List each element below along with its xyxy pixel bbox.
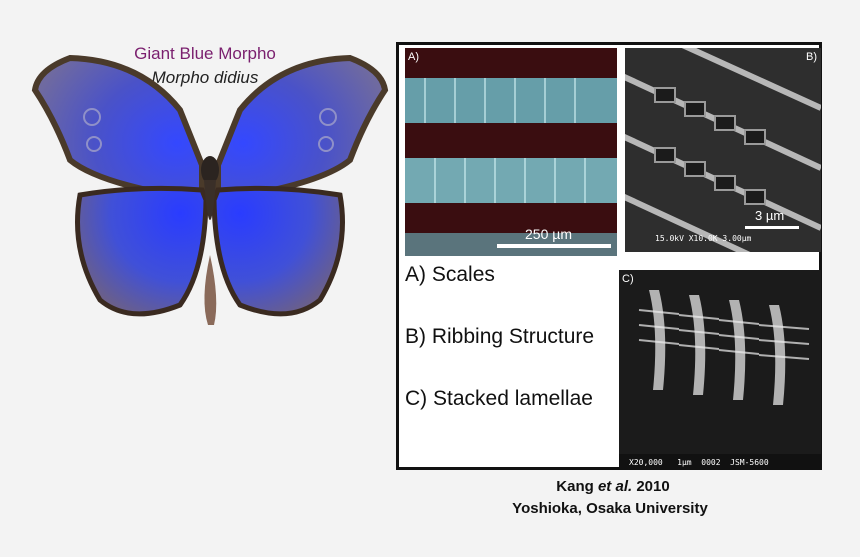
- panel-a-tag: A): [408, 51, 419, 63]
- panel-b-sem-info: 15.0kV X10.0K 3.00µm: [655, 234, 752, 243]
- figure-frame: A) 250 µm B) 3 µm 15.0kV X10.0K 3.00µm: [396, 42, 822, 470]
- caption-c-text: Stacked lamellae: [433, 387, 593, 410]
- caption-b-prefix: B): [405, 325, 426, 348]
- panel-b-ribbing-micrograph: B) 3 µm 15.0kV X10.0K 3.00µm: [625, 48, 821, 252]
- lamellae-image: [619, 270, 821, 470]
- panel-c-lamellae-micrograph: C) X20,000 1µm 0002 JSM-5600: [619, 270, 821, 470]
- caption-a: A) Scales: [405, 263, 495, 287]
- species-common-name: Giant Blue Morpho: [134, 44, 276, 63]
- credit-institution: Yoshioka, Osaka University: [512, 500, 708, 517]
- scales-image: [405, 48, 617, 256]
- credit-year: 2010: [636, 478, 670, 495]
- caption-c: C) Stacked lamellae: [405, 387, 593, 411]
- ribbing-image: [625, 48, 821, 252]
- panel-c-sem-info: X20,000 1µm 0002 JSM-5600: [629, 458, 769, 467]
- credit-citation: Kang et al. 2010: [498, 478, 728, 495]
- credit-author: Kang: [556, 478, 594, 495]
- caption-b: B) Ribbing Structure: [405, 325, 594, 349]
- caption-c-prefix: C): [405, 387, 428, 410]
- caption-a-prefix: A): [405, 263, 426, 286]
- panel-b-scale-label: 3 µm: [755, 208, 785, 223]
- panel-b-tag: B): [806, 51, 817, 63]
- caption-b-text: Ribbing Structure: [431, 325, 595, 348]
- credit-et-al: et al.: [597, 478, 633, 495]
- panel-c-tag: C): [622, 273, 634, 285]
- morpho-butterfly-image: [31, 54, 389, 325]
- panel-a-scales-micrograph: A) 250 µm: [405, 48, 617, 256]
- panel-a-scale-label: 250 µm: [525, 226, 572, 242]
- caption-a-text: Scales: [431, 263, 495, 286]
- species-latin-name: Morpho didius: [151, 68, 259, 87]
